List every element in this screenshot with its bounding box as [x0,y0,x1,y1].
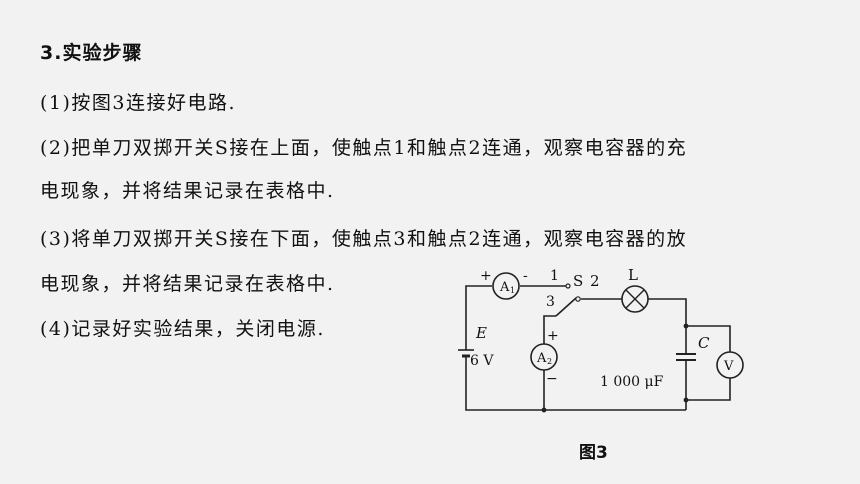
step-3-line-1: (3)将单刀双掷开关S接在下面，使触点3和触点2连通，观察电容器的放 [40,228,688,250]
wire-bottom [465,364,686,411]
capacitance-label: 1 000 μF [600,374,664,390]
voltmeter [716,351,744,379]
circuit-diagram: A 1 + - 1 3 S 2 L E 6 V A 2 + − C 1 000 … [458,266,744,413]
ammeter-a2 [530,343,558,371]
contact-1-label: 1 [550,268,559,284]
figure-caption: 图3 [579,443,608,463]
switch-blade [555,297,577,317]
voltage-label: 6 V [470,353,494,369]
wire-contact3-to-a2 [543,315,556,344]
battery-symbol [458,348,474,364]
wire-voltmeter-bottom [686,378,731,401]
ammeter-a1-minus: - [523,268,528,284]
lamp-symbol [621,285,649,313]
ammeter-a1-label: A [499,280,510,295]
ammeter-a1-sub: 1 [510,286,515,295]
capacitor-symbol [676,353,696,361]
contact-3-label: 3 [546,294,555,310]
wire-voltmeter-top [686,325,731,352]
node-right-top [683,323,689,329]
ammeter-a2-sub: 2 [547,357,552,366]
step-3-line-2: 电现象，并将结果记录在表格中. [40,273,335,295]
node-bottom-branch [541,407,547,413]
switch-label: S [573,272,583,290]
step-1: (1)按图3连接好电路. [40,92,237,114]
wire-lamp-to-right [648,298,687,326]
ammeter-a1-plus: + [480,268,492,284]
step-4: (4)记录好实验结果，关闭电源. [40,318,325,340]
node-right-bottom [683,397,689,403]
ammeter-a2-minus: − [546,371,558,387]
ammeter-a1 [492,272,520,300]
contact-2-label: 2 [590,272,600,290]
emf-label: E [475,324,487,342]
capacitor-label: C [698,334,710,352]
wire-top-left [465,285,492,348]
step-2-line-2: 电现象，并将结果记录在表格中. [40,180,335,202]
section-heading: 3.实验步骤 [40,42,143,64]
voltmeter-label: V [723,359,734,374]
ammeter-a2-label: A [536,351,547,366]
ammeter-a2-plus: + [547,328,559,344]
lamp-label: L [628,266,638,284]
contact-1-dot [565,283,571,289]
step-2-line-1: (2)把单刀双掷开关S接在上面，使触点1和触点2连通，观察电容器的充 [40,137,688,159]
contact-2-dot [575,296,581,302]
